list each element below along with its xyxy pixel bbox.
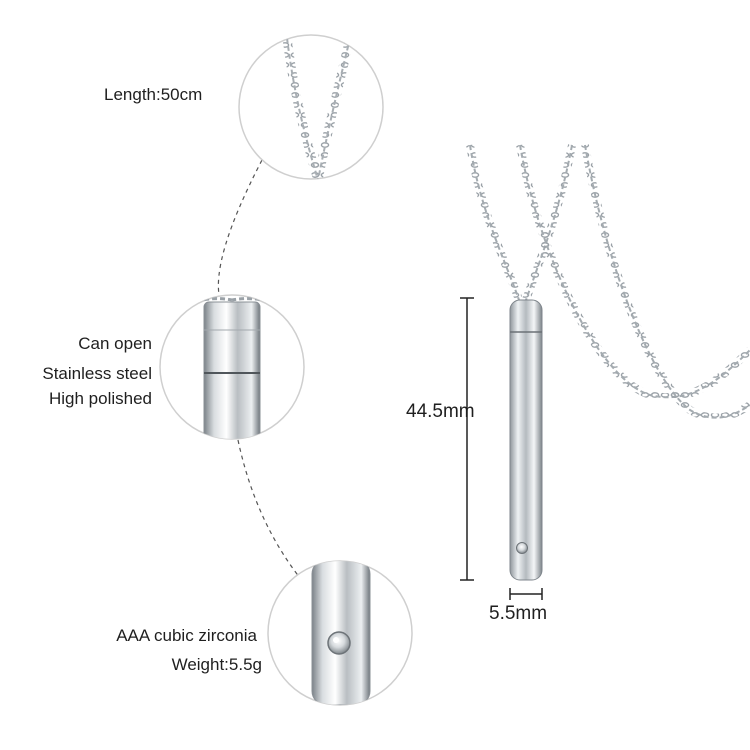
feature-stainless-steel: Stainless steel — [42, 364, 152, 383]
pendant-bar — [509, 299, 543, 581]
weight-label: Weight:5.5g — [171, 655, 262, 674]
dashed-connector — [217, 159, 301, 579]
height-dimension-label: 44.5mm — [406, 401, 475, 422]
height-dimension-line — [460, 297, 474, 581]
width-dimension-line — [509, 588, 543, 600]
feature-high-polished: High polished — [48, 389, 152, 408]
cap-detail-circle — [159, 294, 305, 440]
length-label: Length:50cm — [104, 85, 203, 104]
width-dimension-label: 5.5mm — [489, 603, 548, 624]
stone-label: AAA cubic zirconia — [116, 626, 257, 645]
chain-detail-circle — [238, 34, 384, 180]
main-chain — [466, 144, 750, 422]
feature-can-open: Can open — [78, 334, 152, 353]
stone-detail-circle — [267, 560, 413, 706]
